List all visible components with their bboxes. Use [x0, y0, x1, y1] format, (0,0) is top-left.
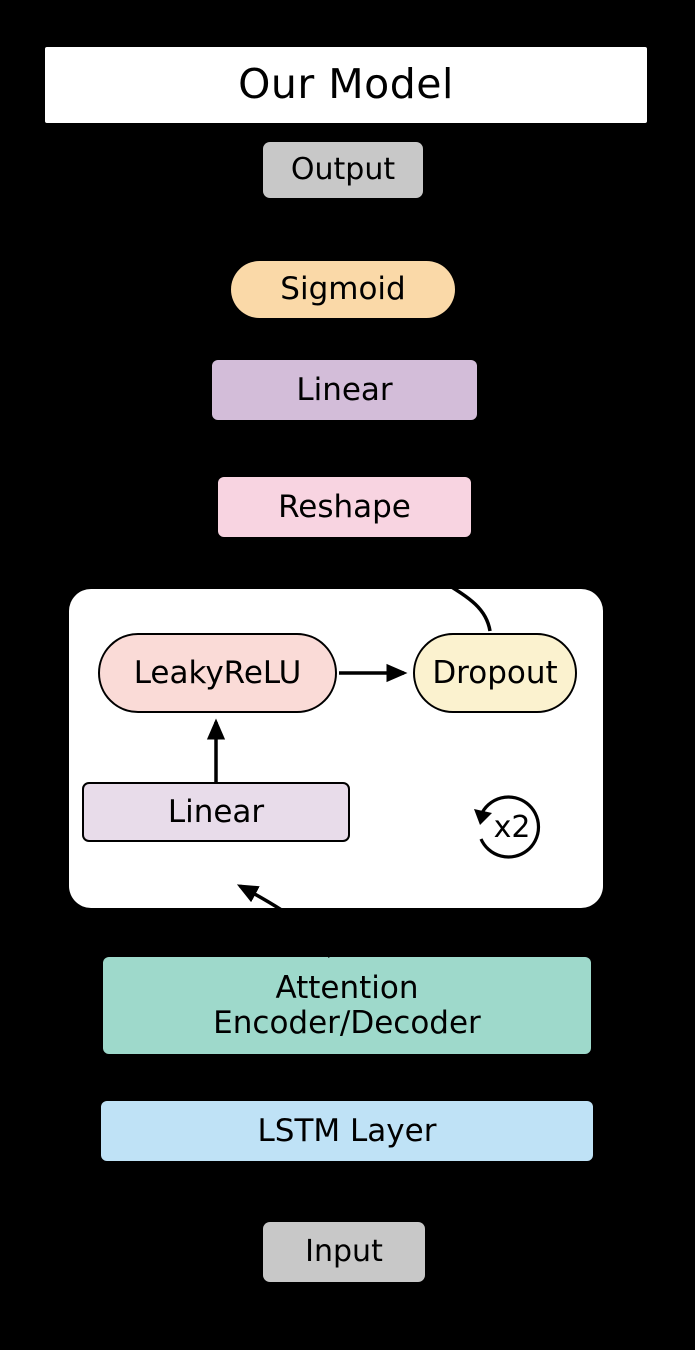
node-dropout: Dropout: [413, 633, 577, 713]
node-input: Input: [263, 1222, 425, 1282]
node-sigmoid: Sigmoid: [231, 261, 455, 318]
node-linear-outer: Linear: [212, 360, 477, 420]
node-reshape: Reshape: [218, 477, 471, 537]
node-lstm-layer: LSTM Layer: [101, 1101, 593, 1161]
node-output: Output: [263, 142, 423, 198]
diagram-title: Our Model: [45, 47, 647, 123]
node-attention-encoder-decoder: Attention Encoder/Decoder: [103, 957, 591, 1054]
repeat-loop-icon: [474, 795, 541, 859]
node-linear-inner: Linear: [82, 782, 350, 842]
repeat-count-label: x2: [493, 809, 531, 845]
node-leakyrelu: LeakyReLU: [98, 633, 337, 713]
